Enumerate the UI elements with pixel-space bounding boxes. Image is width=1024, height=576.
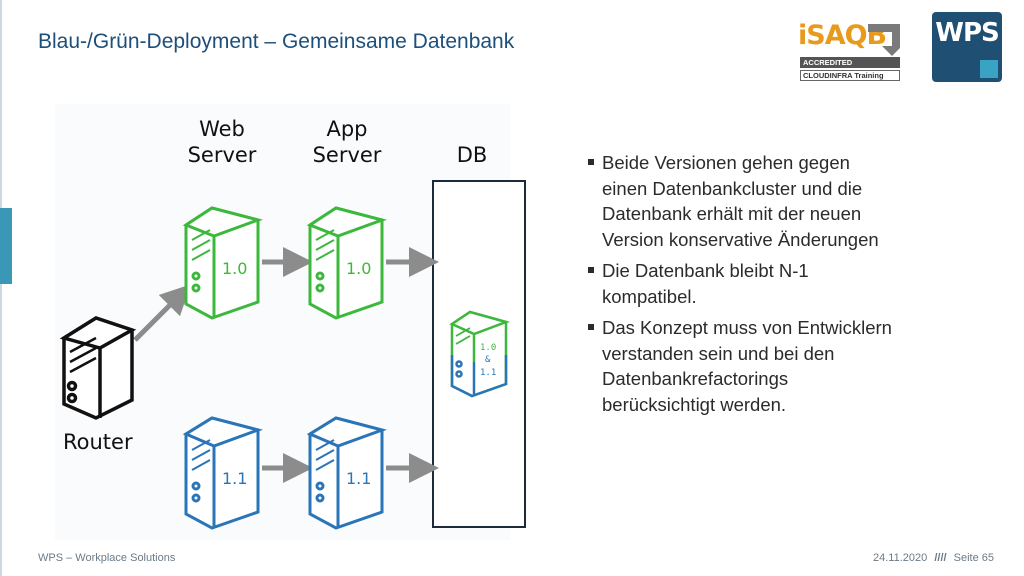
slide-left-accent [0, 208, 12, 284]
web-server-label: Web Server [180, 116, 264, 168]
footer-separator: //// [934, 552, 947, 564]
slide-title: Blau-/Grün-Deployment – Gemeinsame Daten… [38, 30, 515, 53]
db-server-icon [449, 310, 511, 398]
isaqb-logo: iSAQB ACCREDITED CLOUDINFRA Training [796, 14, 908, 84]
db-version-amp: & [485, 355, 491, 365]
web-server-label-line1: Web [199, 117, 245, 141]
footer-meta: 24.11.2020 //// Seite 65 [873, 552, 994, 564]
green-web-version: 1.0 [222, 259, 247, 278]
blue-app-version: 1.1 [346, 469, 371, 488]
web-server-label-line2: Server [187, 143, 257, 167]
blue-app-server-icon [306, 416, 388, 530]
footer-company: WPS – Workplace Solutions [38, 552, 176, 564]
db-label: DB [456, 143, 488, 167]
db-version-top: 1.0 [480, 343, 496, 353]
isaqb-mark-icon [868, 24, 900, 56]
wps-square-icon [980, 60, 998, 78]
green-app-server-icon [306, 206, 388, 320]
router-server-icon [59, 316, 137, 420]
wps-logo: WPS [932, 12, 1002, 82]
green-app-version: 1.0 [346, 259, 371, 278]
app-server-label-line2: Server [312, 143, 382, 167]
isaqb-accredited-badge: ACCREDITED [800, 57, 900, 68]
footer-page-number: Seite 65 [953, 552, 994, 564]
db-version-bottom: 1.1 [480, 368, 496, 378]
green-web-server-icon [182, 206, 264, 320]
bullet-item: Das Konzept muss von Entwicklern verstan… [585, 315, 895, 417]
blue-web-server-icon [182, 416, 264, 530]
app-server-label-line1: App [326, 117, 368, 141]
router-to-web-arrow [133, 284, 191, 342]
wps-wordmark: WPS [935, 18, 999, 48]
blue-web-version: 1.1 [222, 469, 247, 488]
isaqb-training-badge: CLOUDINFRA Training [800, 70, 900, 81]
bullet-item: Beide Versionen gehen gegen einen Datenb… [585, 150, 895, 252]
bullet-list: Beide Versionen gehen gegen einen Datenb… [585, 150, 895, 423]
slide-left-border [0, 0, 2, 576]
bullet-item: Die Datenbank bleibt N-1 kompatibel. [585, 258, 895, 309]
app-server-label: App Server [305, 116, 389, 168]
footer-date: 24.11.2020 [873, 552, 928, 564]
router-label: Router [63, 430, 133, 454]
